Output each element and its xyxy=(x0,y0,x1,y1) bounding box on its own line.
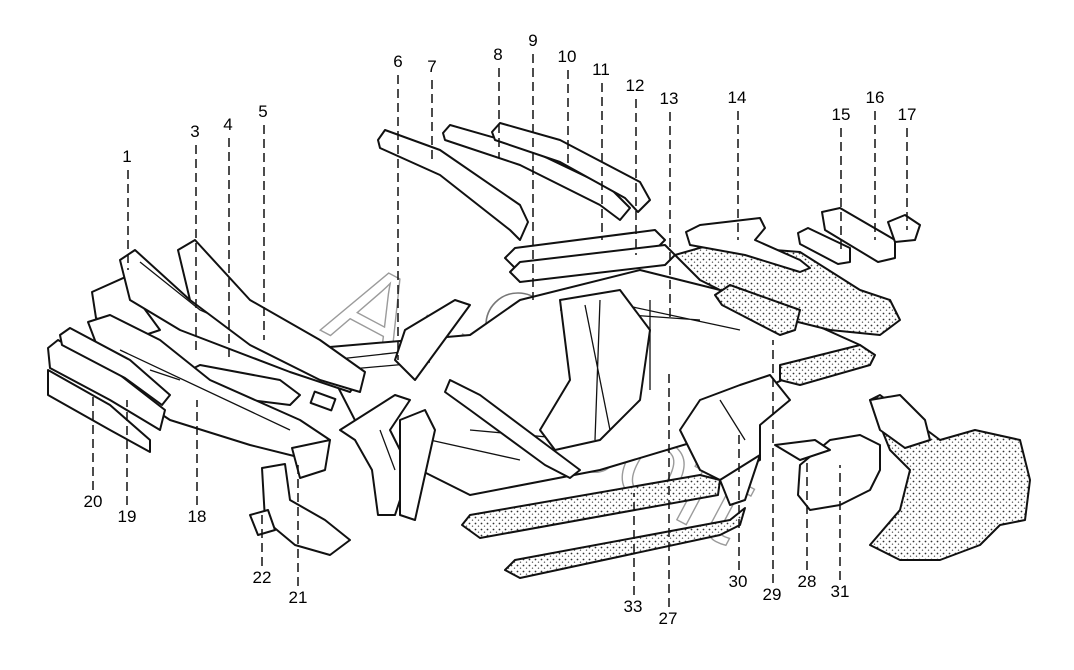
callout-label-21: 21 xyxy=(289,588,308,607)
callout-label-31: 31 xyxy=(831,582,850,601)
callout-label-28: 28 xyxy=(798,572,817,591)
callout-label-15: 15 xyxy=(832,105,851,124)
cowl-assembly xyxy=(87,239,366,461)
rear-rail xyxy=(714,284,876,386)
front-beams xyxy=(47,327,171,453)
rear-inner-panel xyxy=(679,374,791,506)
callout-label-3: 3 xyxy=(190,122,199,141)
callout-label-16: 16 xyxy=(866,88,885,107)
center-rail xyxy=(444,379,581,479)
callout-label-7: 7 xyxy=(427,57,436,76)
floor-pan xyxy=(317,269,861,496)
rear-brackets xyxy=(797,207,921,265)
callout-label-4: 4 xyxy=(223,115,232,134)
pillar-inner xyxy=(339,299,471,521)
callout-label-22: 22 xyxy=(253,568,272,587)
sill-panels xyxy=(461,474,746,579)
callout-label-5: 5 xyxy=(258,102,267,121)
callout-label-8: 8 xyxy=(493,45,502,64)
callout-label-1: 1 xyxy=(122,147,131,166)
rear-quarter xyxy=(774,394,1031,561)
callout-label-33: 33 xyxy=(624,597,643,616)
callout-label-11: 11 xyxy=(592,60,610,79)
callout-label-20: 20 xyxy=(84,492,103,511)
callout-label-17: 17 xyxy=(898,105,917,124)
callout-label-6: 6 xyxy=(393,52,402,71)
callout-label-10: 10 xyxy=(558,47,577,66)
callout-label-9: 9 xyxy=(528,31,537,50)
front-wheelhouse xyxy=(249,439,351,556)
callout-label-27: 27 xyxy=(659,609,678,628)
callout-label-14: 14 xyxy=(728,88,747,107)
callout-label-12: 12 xyxy=(626,76,645,95)
callout-label-19: 19 xyxy=(118,507,137,526)
callout-label-29: 29 xyxy=(763,585,782,604)
roof-rails xyxy=(377,122,651,241)
callout-label-13: 13 xyxy=(660,89,679,108)
callout-label-30: 30 xyxy=(729,572,748,591)
callout-label-18: 18 xyxy=(188,507,207,526)
